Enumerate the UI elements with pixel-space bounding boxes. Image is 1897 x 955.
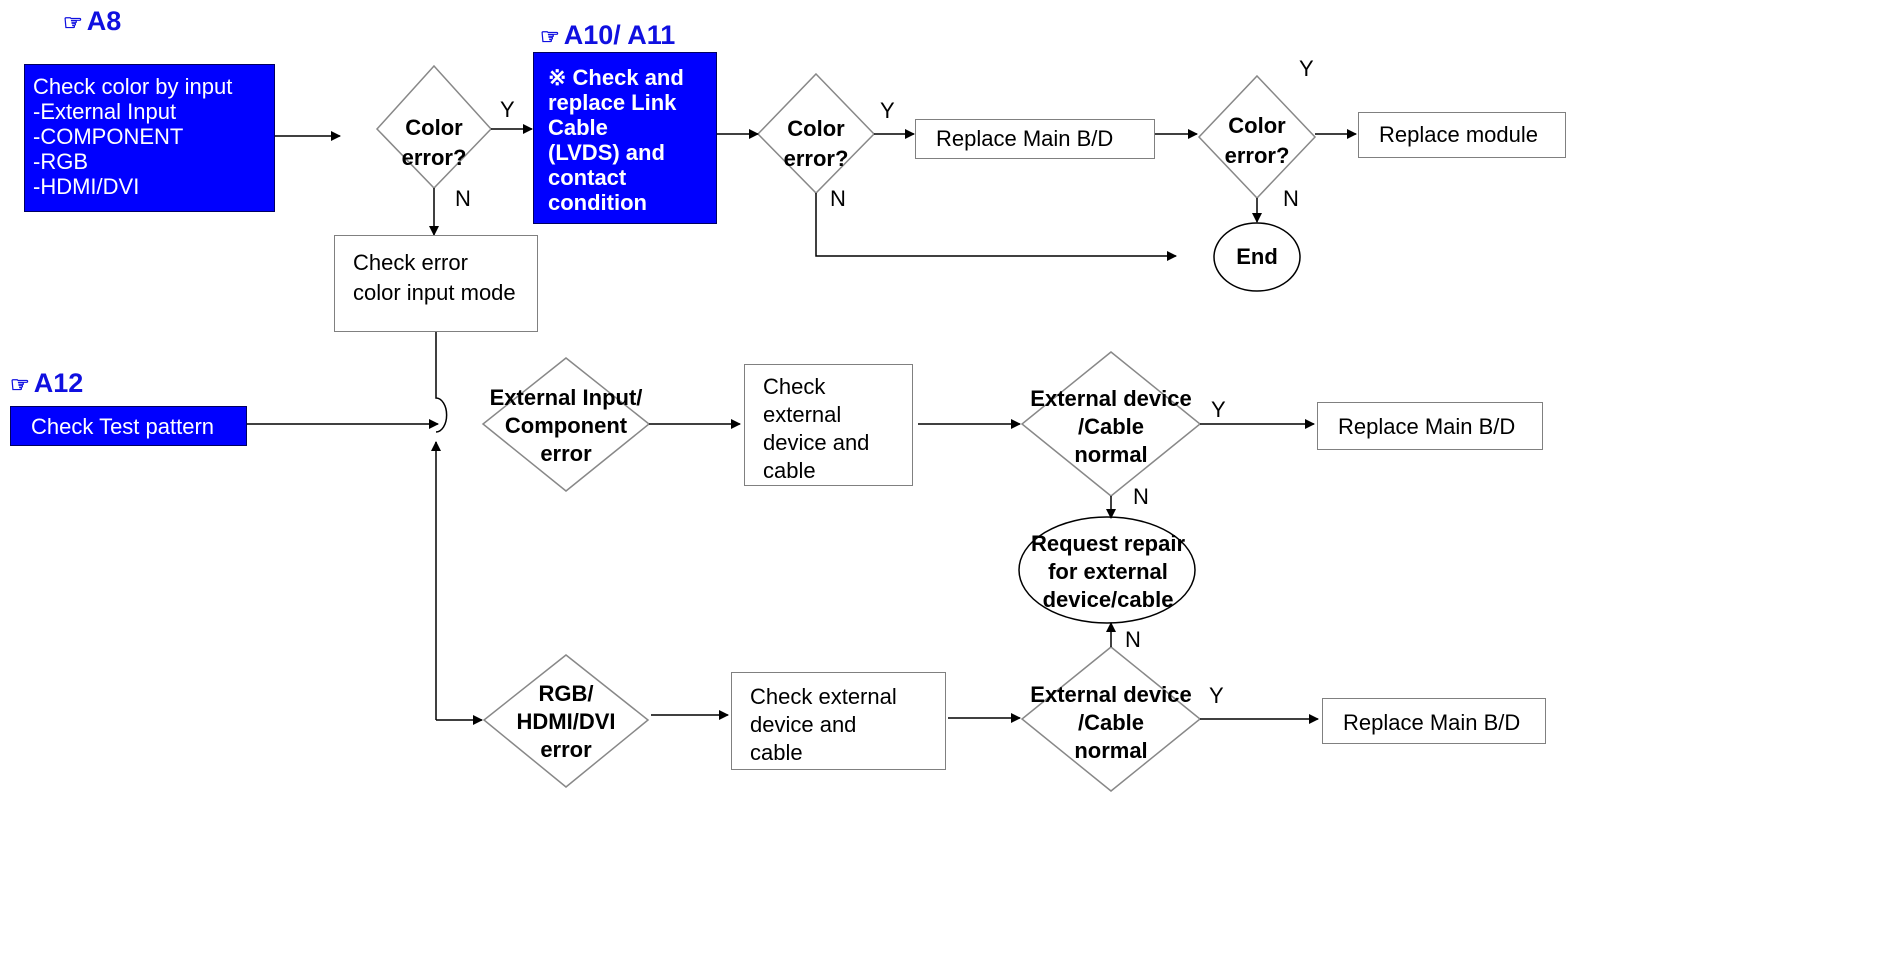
node-line: (LVDS) and [548, 140, 665, 165]
end-label: End [1236, 244, 1278, 269]
node-line: Check [763, 374, 826, 399]
replace-main-bd-1-box: Replace Main B/D [915, 119, 1155, 159]
edge-label-yes: Y [1211, 397, 1226, 422]
node-line: external [763, 402, 842, 427]
check-test-pattern-box: Check Test pattern [10, 406, 247, 446]
node-line: -External Input [33, 99, 177, 124]
node-line: Check external [750, 684, 897, 709]
node-line: color input mode [353, 280, 516, 305]
check-replace-link-box: ※ Check and replace Link Cable (LVDS) an… [533, 52, 717, 224]
edge-label-yes: Y [880, 98, 895, 123]
ref-a12[interactable]: ☞A12 [10, 368, 84, 398]
node-line: cable [763, 458, 816, 483]
replace-main-bd-2-box: Replace Main B/D [1317, 402, 1543, 450]
hand-pointer-icon: ☞ [10, 372, 30, 397]
edge-label-no: N [1133, 484, 1149, 509]
diamond-rgb [482, 654, 650, 788]
edge-label-yes: Y [500, 97, 515, 122]
ref-a10-a11[interactable]: ☞A10/ A11 [540, 20, 676, 50]
edge-label-no: N [830, 186, 846, 211]
check-ext-device-2-box: Check external device and cable [731, 672, 946, 770]
check-error-color-mode-box: Check error color input mode [334, 235, 538, 332]
node-line: Cable [548, 115, 608, 140]
node-line: Check error [353, 250, 468, 275]
edge-label-no: N [1283, 186, 1299, 211]
node-line: ※ Check and [548, 65, 684, 90]
node-line: device and [750, 712, 857, 737]
ext-device-normal-1-label: External device /Cable normal [1030, 386, 1192, 467]
node-line: contact [548, 165, 627, 190]
edge-label-yes: Y [1299, 56, 1314, 81]
ref-a8[interactable]: ☞A8 [63, 6, 122, 36]
color-error-2-label: Color error? [783, 116, 849, 171]
node-line: cable [750, 740, 803, 765]
color-error-1-label: Color error? [401, 115, 467, 170]
ext-component-error-label: External Input/ Component error [489, 385, 643, 466]
check-color-by-input-box: Check color by input -External Input -CO… [24, 64, 275, 212]
node-line: replace Link [548, 90, 677, 115]
color-error-3-label: Color error? [1224, 113, 1290, 168]
edge-label-no: N [455, 186, 471, 211]
node-line: Replace Main B/D [1338, 414, 1516, 439]
node-line: -RGB [33, 149, 88, 174]
diamond-ext-normal-2 [1020, 646, 1202, 792]
node-line: -HDMI/DVI [33, 174, 140, 199]
node-line: Check color by input [33, 74, 233, 99]
end-terminal [1213, 222, 1301, 292]
replace-main-bd-3-box: Replace Main B/D [1322, 698, 1546, 744]
diamond-ext-component [481, 357, 651, 492]
node-line: Replace module [1379, 122, 1538, 147]
check-ext-device-1-box: Check external device and cable [744, 364, 913, 486]
hand-pointer-icon: ☞ [63, 10, 83, 35]
request-repair-label: Request repair for external device/cable [1030, 531, 1186, 612]
node-line: Replace Main B/D [1343, 710, 1521, 735]
node-line: device and [763, 430, 870, 455]
hand-pointer-icon: ☞ [540, 24, 560, 49]
node-line: Check Test pattern [31, 414, 215, 439]
ext-device-normal-2-label: External device /Cable normal [1030, 682, 1192, 763]
node-line: -COMPONENT [33, 124, 184, 149]
node-line: Replace Main B/D [936, 126, 1114, 151]
replace-module-box: Replace module [1358, 112, 1566, 158]
rgb-error-label: RGB/ HDMI/DVI error [516, 681, 616, 762]
edge-label-no: N [1125, 627, 1141, 652]
node-line: condition [548, 190, 647, 215]
edge-label-yes: Y [1209, 683, 1224, 708]
